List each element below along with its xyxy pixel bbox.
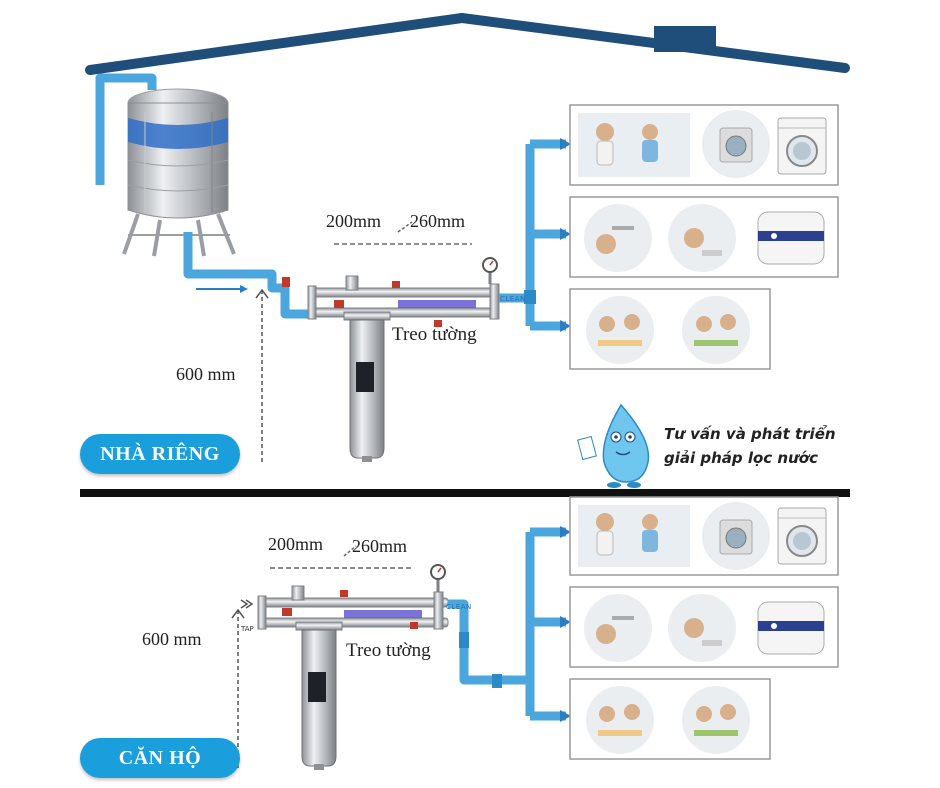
usage-box-laundry-house — [569, 104, 839, 186]
inlet-pipe-house — [183, 232, 310, 319]
height-dimension-house — [255, 288, 269, 462]
badge-nha-rieng: NHÀ RIÊNG — [80, 434, 240, 474]
dimension-260mm-house: 260mm — [410, 211, 466, 231]
slogan-line-2: giải pháp lọc nước — [664, 449, 818, 467]
filter-logo-plate — [356, 362, 374, 392]
water-heater-icon — [757, 211, 825, 265]
washing-machine-icon — [777, 507, 827, 565]
slogan-line-1: Tư vấn và phát triển — [664, 425, 836, 443]
mount-label-house: Treo tường — [392, 324, 477, 345]
chimney — [654, 26, 716, 52]
inlet-tap-label: TAP — [241, 625, 254, 633]
usage-box-kitchen-house — [569, 288, 771, 370]
badge-can-ho: CĂN HỘ — [80, 738, 240, 778]
mount-label-apartment: Treo tường — [346, 640, 431, 661]
valve-icon — [334, 300, 344, 308]
mascot-slogan: Tư vấn và phát triển giải pháp lọc nước — [664, 422, 836, 470]
uv-lamp — [398, 300, 476, 308]
dimension-260mm-apartment: 260mm — [352, 536, 408, 556]
filter-housing-icon — [307, 257, 500, 462]
valve-icon — [392, 281, 400, 288]
outlet-manifold-apartment — [448, 527, 566, 721]
section-divider — [80, 489, 850, 497]
valve-icon — [434, 320, 442, 327]
usage-box-bathing-house — [569, 196, 839, 278]
valve-icon — [282, 277, 290, 287]
dimension-200mm-apartment: 200mm — [268, 534, 324, 554]
valve-icon — [410, 622, 418, 629]
usage-box-kitchen-apartment — [569, 678, 771, 760]
filter-tag-apartment: CLEAN — [446, 603, 472, 611]
valve-icon — [340, 590, 348, 597]
valve-icon — [282, 608, 292, 616]
dimension-200mm-house: 200mm — [326, 211, 382, 231]
filter-housing-icon-apartment — [257, 564, 449, 770]
usage-box-bathing-apartment — [569, 586, 839, 668]
house-roof — [85, 13, 850, 75]
water-heater-icon — [757, 601, 825, 655]
usage-box-laundry-apartment — [569, 496, 839, 576]
filter-tag-house: CLEAN — [500, 295, 526, 303]
water-drop-mascot-icon — [577, 403, 650, 488]
washing-machine-icon — [777, 117, 827, 175]
water-tank-icon — [95, 73, 236, 257]
height-label-apartment: 600 mm — [142, 629, 202, 649]
inlet-apartment — [231, 599, 254, 770]
height-label-house: 600 mm — [176, 364, 236, 384]
